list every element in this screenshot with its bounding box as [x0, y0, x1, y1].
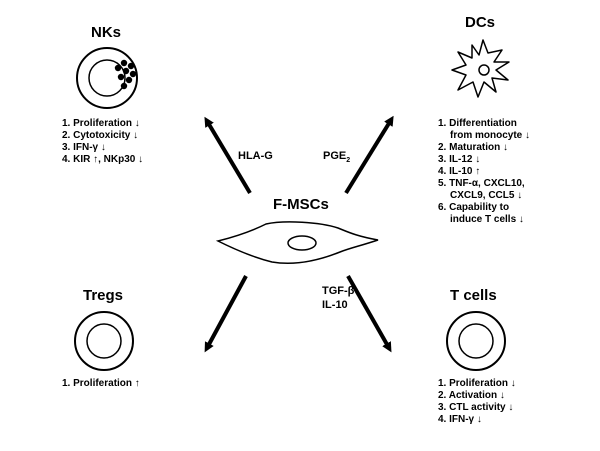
nks-effect-item: 2. Cytotoxicity ↓ [62, 130, 139, 141]
tcells-title: T cells [450, 287, 497, 304]
tregs-effects-list: 1. Proliferation ↑ [62, 378, 140, 390]
tgf-beta-label: TGF-β [322, 285, 355, 297]
treg-cell-icon [74, 311, 134, 371]
dcs-effect-item: 1. Differentiation [438, 118, 517, 129]
arrow-to-nks [204, 116, 252, 195]
dcs-title: DCs [465, 14, 496, 31]
tcells-effect-item: 4. IFN-γ ↓ [438, 414, 482, 425]
pge2-label: PGE2 [323, 150, 350, 164]
dcs-effect-item: 3. IL-12 ↓ [438, 154, 481, 165]
tcells-effect-item: 3. CTL activity ↓ [438, 402, 514, 413]
dendritic-cell-icon [451, 39, 510, 98]
dcs-effect-item: 5. TNF-α, CXCL10, [438, 178, 525, 189]
dcs-effect-item: 6. Capability to [438, 202, 510, 213]
dcs-effect-item: from monocyte ↓ [450, 130, 531, 141]
tcells-effect-item: 1. Proliferation ↓ [438, 378, 516, 389]
dcs-effect-item: CXCL9, CCL5 ↓ [450, 190, 523, 201]
nk-cell-icon [76, 47, 138, 109]
tregs-title: Tregs [83, 287, 124, 304]
fmsc-title: F-MSCs [273, 196, 329, 213]
dcs-effect-item: 4. IL-10 ↑ [438, 166, 481, 177]
fmsc-cell-icon [215, 221, 379, 265]
il-10-label: IL-10 [322, 299, 348, 311]
nks-effects-list: 1. Proliferation ↓ 2. Cytotoxicity ↓ 3. … [62, 118, 143, 166]
dcs-effects-list: 1. Differentiation from monocyte ↓ 2. Ma… [438, 118, 530, 226]
tcells-effect-item: 2. Activation ↓ [438, 390, 505, 401]
nks-title: NKs [91, 24, 122, 41]
tregs-effect-item: 1. Proliferation ↑ [62, 378, 140, 389]
pge2-label-subscript: 2 [346, 157, 351, 165]
dcs-effect-item: 2. Maturation ↓ [438, 142, 509, 153]
arrow-to-tcells [346, 275, 392, 353]
nks-effect-item: 3. IFN-γ ↓ [62, 142, 106, 153]
hla-g-label: HLA-G [238, 150, 273, 162]
dcs-effect-item: induce T cells ↓ [450, 214, 524, 225]
nk-granules-icon [114, 59, 137, 90]
arrow-to-dcs [344, 115, 394, 195]
nks-effect-item: 1. Proliferation ↓ [62, 118, 140, 129]
t-cell-icon [446, 311, 506, 371]
tcells-factors: TGF-β IL-10 [322, 284, 354, 312]
tcells-effects-list: 1. Proliferation ↓ 2. Activation ↓ 3. CT… [438, 378, 516, 426]
pge2-label-text: PGE [323, 150, 347, 162]
nks-effect-item: 4. KIR ↑, NKp30 ↓ [62, 154, 144, 165]
arrow-to-tregs [204, 275, 248, 353]
